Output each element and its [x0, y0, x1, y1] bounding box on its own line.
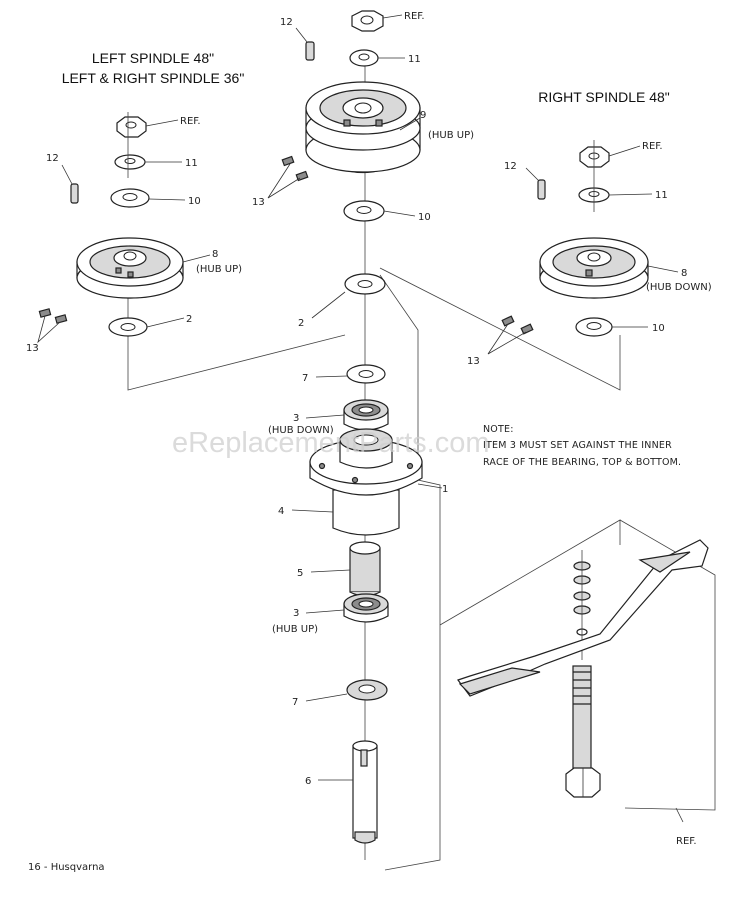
center-washer-7-bottom	[346, 679, 388, 701]
right-pulley-8	[539, 237, 649, 299]
mower-blade	[457, 539, 709, 697]
callout-10-right: 10	[652, 323, 665, 334]
center-spacer-10	[343, 200, 385, 222]
callout-3-top: 3	[293, 413, 299, 424]
callout-7-bottom: 7	[292, 697, 298, 708]
callout-12-center: 12	[280, 17, 293, 28]
right-set-screws-13	[501, 315, 534, 335]
callout-ref-blade: REF.	[676, 836, 697, 847]
left-washer-11	[114, 154, 146, 170]
center-key-12	[305, 41, 315, 61]
callout-8-left: 8	[212, 249, 218, 260]
callout-11-center: 11	[408, 54, 421, 65]
callout-5: 5	[297, 568, 303, 579]
note-heading: NOTE:	[483, 424, 514, 435]
callout-ref-right-nut: REF.	[642, 141, 663, 152]
note-line-2: RACE OF THE BEARING, TOP & BOTTOM.	[483, 457, 681, 468]
callout-3-hub-up: (HUB UP)	[272, 624, 318, 635]
callout-ref-left-nut: REF.	[180, 116, 201, 127]
center-bearing-3-top	[343, 399, 389, 431]
callout-3-hub-down: (HUB DOWN)	[268, 425, 334, 436]
callout-1: 1	[442, 484, 448, 495]
callout-2-center: 2	[298, 318, 304, 329]
callout-2-left: 2	[186, 314, 192, 325]
center-spindle-housing-4	[309, 428, 423, 536]
title-left-spindle-48: LEFT SPINDLE 48"	[92, 50, 214, 66]
note-line-1: ITEM 3 MUST SET AGAINST THE INNER	[483, 440, 672, 451]
callout-13-center: 13	[252, 197, 265, 208]
center-washer-11	[349, 49, 379, 67]
callout-12-left: 12	[46, 153, 59, 164]
title-right-spindle-48: RIGHT SPINDLE 48"	[538, 89, 670, 105]
callout-10-center: 10	[418, 212, 431, 223]
title-left-right-spindle-36: LEFT & RIGHT SPINDLE 36"	[62, 70, 245, 86]
callout-12-right: 12	[504, 161, 517, 172]
callout-9-hub-up: (HUB UP)	[428, 130, 474, 141]
right-ref-nut	[579, 146, 610, 168]
center-spacer-tube-5	[349, 541, 381, 597]
center-bearing-3-bottom	[343, 593, 389, 623]
center-washer-2	[344, 273, 386, 295]
right-key-12	[537, 179, 546, 200]
blade-bolt	[565, 665, 601, 798]
blade-washers-stack	[573, 550, 591, 660]
callout-7-top: 7	[302, 373, 308, 384]
left-key-12	[70, 183, 79, 204]
center-ref-nut	[351, 10, 384, 32]
callout-9: 9	[420, 110, 426, 121]
center-washer-7-top	[346, 364, 386, 384]
callout-ref-center-nut: REF.	[404, 11, 425, 22]
callout-11-left: 11	[185, 158, 198, 169]
left-spacer-10	[110, 188, 150, 208]
left-set-screws-13	[38, 308, 68, 324]
center-set-screws-13	[281, 155, 309, 182]
callout-11-right: 11	[655, 190, 668, 201]
callout-3-bottom: 3	[293, 608, 299, 619]
center-shaft-6	[352, 740, 378, 844]
callout-8-left-hub-up: (HUB UP)	[196, 264, 242, 275]
left-washer-2	[108, 317, 148, 337]
left-pulley-8	[76, 237, 184, 299]
callout-8-right: 8	[681, 268, 687, 279]
right-spacer-10	[575, 317, 613, 337]
page-footer: 16 - Husqvarna	[28, 862, 105, 873]
callout-6: 6	[305, 776, 311, 787]
callout-13-left: 13	[26, 343, 39, 354]
left-ref-nut	[116, 116, 147, 138]
callout-8-right-hub-down: (HUB DOWN)	[646, 282, 712, 293]
callout-4: 4	[278, 506, 284, 517]
callout-13-right: 13	[467, 356, 480, 367]
center-double-pulley-9	[305, 81, 421, 174]
callout-10-left: 10	[188, 196, 201, 207]
watermark: eReplacementParts.com	[172, 427, 490, 459]
